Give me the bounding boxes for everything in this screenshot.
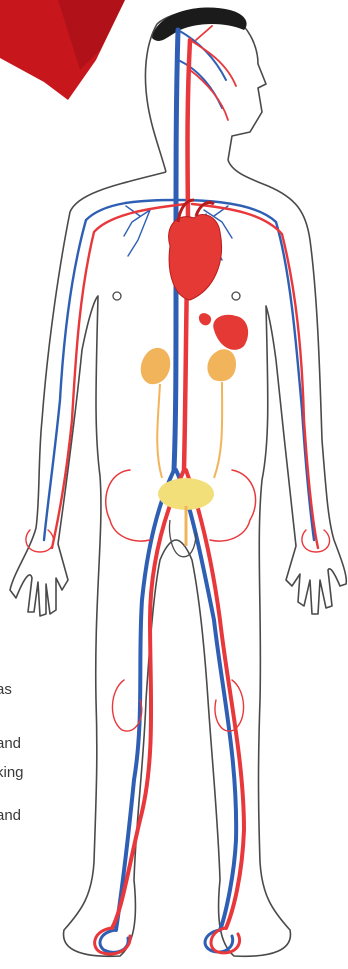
right-foot-vein-loop: [205, 930, 233, 952]
left-kidney: [141, 348, 171, 384]
left-nipple: [113, 292, 121, 300]
right-kidney: [207, 349, 236, 381]
right-nipple: [232, 292, 240, 300]
bladder: [158, 478, 214, 510]
kidneys: [141, 348, 236, 384]
red-ribbon: [0, 0, 125, 100]
head-vein: [178, 30, 226, 108]
heart-shape: [169, 214, 222, 300]
text-fragment: and: [0, 807, 21, 825]
text-fragment: and: [0, 735, 21, 753]
back-of-head: [145, 24, 166, 172]
left-leg-artery: [112, 470, 184, 928]
liver-small: [199, 313, 211, 325]
text-fragment: as: [0, 681, 12, 699]
ureters: [157, 382, 222, 478]
liver: [213, 315, 248, 350]
text-fragment: king: [0, 764, 24, 782]
body-left-outline: [10, 172, 176, 956]
left-leg-vein: [116, 470, 174, 930]
